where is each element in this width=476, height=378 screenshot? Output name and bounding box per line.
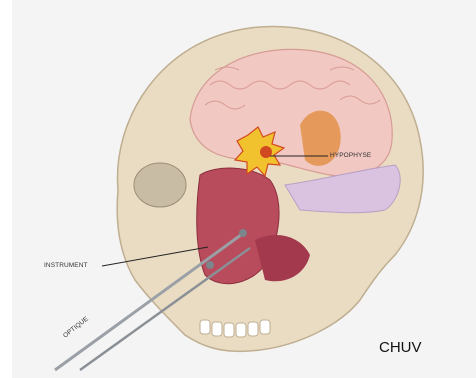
left-border — [0, 0, 12, 378]
label-instrument: INSTRUMENT — [44, 262, 88, 269]
credit-text: CHUV — [379, 339, 422, 356]
eye-socket — [134, 163, 186, 207]
label-hypophyse: HYPOPHYSE — [330, 152, 371, 159]
